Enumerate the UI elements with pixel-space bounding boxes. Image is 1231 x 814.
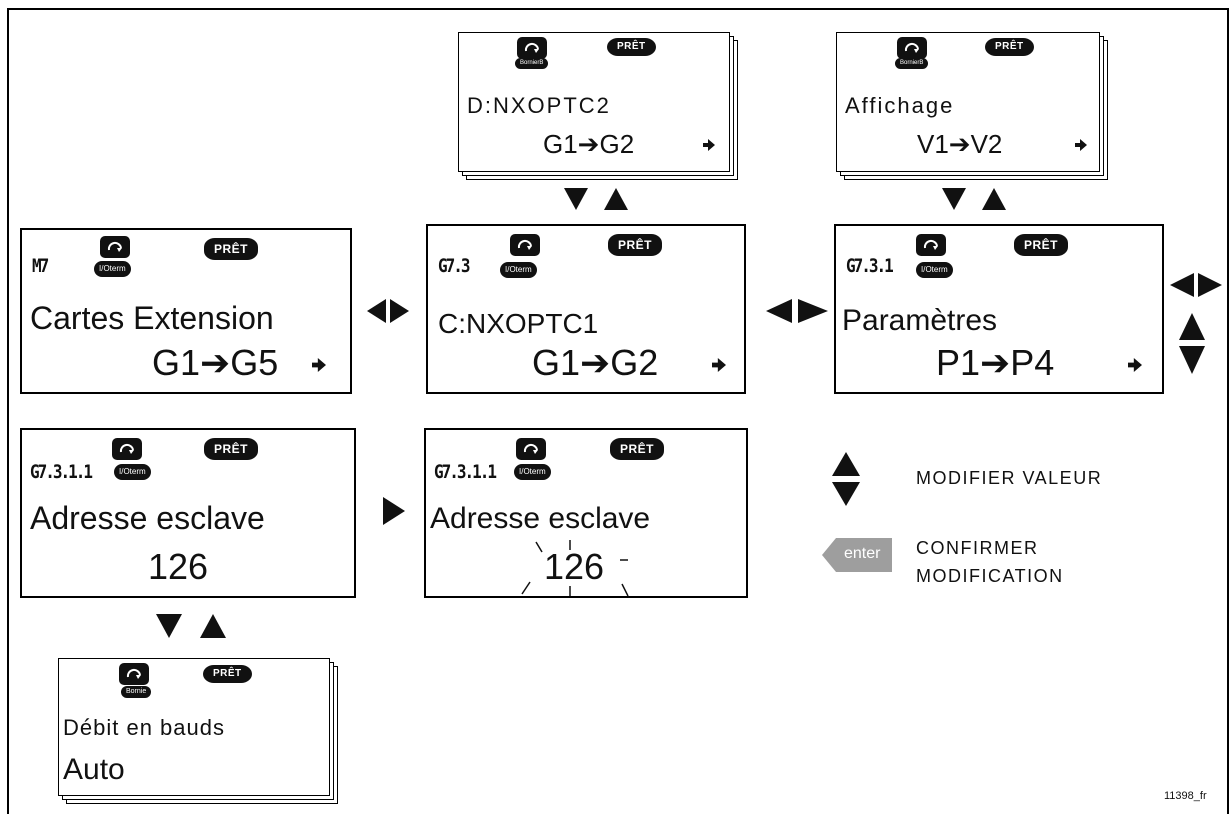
left-right-arrows-icon — [1170, 273, 1222, 297]
io-term-icon: BornierB — [515, 58, 549, 69]
panel-debit-en-bauds: Bornie PRÊT Débit en bauds Auto — [58, 658, 330, 796]
down-up-arrows-icon — [156, 614, 226, 638]
rotation-icon — [897, 37, 927, 59]
left-right-arrows-icon — [367, 299, 409, 323]
rotation-icon — [112, 438, 142, 460]
ready-badge: PRÊT — [204, 238, 259, 260]
io-term-icon: I/Oterm — [500, 262, 537, 278]
ready-badge: PRÊT — [203, 665, 252, 683]
menu-code: G7.3.1.1 — [30, 460, 93, 483]
rotation-icon — [916, 234, 946, 256]
io-term-icon: Bornie — [121, 686, 152, 698]
panel-affichage: BornierB PRÊT Affichage V1➔V2 — [836, 32, 1100, 172]
blink-rays-icon — [521, 540, 629, 597]
ready-badge: PRÊT — [608, 234, 663, 256]
panel-value: V1➔V2 — [917, 129, 1003, 159]
legend-confirm-line2: MODIFICATION — [916, 566, 1064, 586]
ready-badge: PRÊT — [607, 38, 656, 56]
down-up-arrows-icon — [564, 188, 628, 210]
legend-confirm-line1: CONFIRMER — [916, 538, 1039, 558]
io-term-icon: I/Oterm — [94, 261, 131, 277]
io-term-icon: I/Oterm — [514, 464, 551, 480]
panel-title: Adresse esclave — [430, 502, 651, 535]
right-arrow-small-icon — [1128, 358, 1142, 372]
panel-title: Adresse esclave — [30, 500, 265, 536]
figure-frame — [7, 8, 1229, 814]
menu-code: M7 — [32, 254, 49, 277]
menu-code: G7.3 — [438, 254, 471, 277]
panel-title: Débit en bauds — [63, 715, 225, 740]
panel-title: Affichage — [845, 93, 955, 118]
right-arrow-small-icon — [703, 139, 715, 151]
panel-title: D:NXOPTC2 — [467, 93, 611, 118]
enter-key-label: enter — [844, 545, 881, 562]
panel-title: C:NXOPTC1 — [438, 308, 599, 339]
rotation-icon — [100, 236, 130, 258]
panel-title: Cartes Extension — [30, 300, 274, 336]
right-arrow-small-icon — [312, 358, 326, 372]
rotation-icon — [119, 663, 149, 685]
menu-code: G7.3.1.1 — [434, 460, 497, 483]
io-term-icon: I/Oterm — [114, 464, 151, 480]
panel-value: G1➔G2 — [543, 129, 635, 159]
ready-badge: PRÊT — [1014, 234, 1069, 256]
right-arrow-icon — [383, 497, 405, 525]
legend-modify-value: MODIFIER VALEUR — [916, 468, 1103, 488]
panel-d-nxoptc2: BornierB PRÊT D:NXOPTC2 G1➔G2 — [458, 32, 730, 172]
io-term-icon: I/Oterm — [916, 262, 953, 278]
menu-code: G7.3.1 — [846, 254, 894, 277]
right-arrow-small-icon — [712, 358, 726, 372]
down-up-arrows-icon — [942, 188, 1006, 210]
panel-value: G1➔G2 — [532, 342, 659, 383]
rotation-icon — [516, 438, 546, 460]
rotation-icon — [517, 37, 547, 59]
panel-value: P1➔P4 — [936, 342, 1055, 383]
panel-parametres: G7.3.1 I/Oterm PRÊT Paramètres P1➔P4 — [834, 224, 1164, 394]
right-arrow-small-icon — [1075, 139, 1087, 151]
panel-value: 126 — [148, 546, 209, 587]
rotation-icon — [510, 234, 540, 256]
panel-title: Paramètres — [842, 304, 998, 337]
panel-value: Auto — [63, 753, 125, 786]
io-term-icon: BornierB — [895, 58, 929, 69]
panel-value: G1➔G5 — [152, 342, 279, 383]
enter-key-icon: enter — [822, 538, 892, 572]
up-down-arrows-icon — [832, 452, 860, 506]
ready-badge: PRÊT — [204, 438, 259, 460]
ready-badge: PRÊT — [985, 38, 1034, 56]
panel-value: 126 — [544, 546, 605, 587]
up-down-arrows-icon — [1179, 313, 1205, 374]
left-right-arrows-icon — [766, 299, 828, 323]
figure-id: 11398_fr — [1164, 790, 1207, 802]
ready-badge: PRÊT — [610, 438, 665, 460]
panel-cartes-extension: M7 I/Oterm PRÊT Cartes Extension G1➔G5 — [20, 228, 352, 394]
panel-adresse-esclave: G7.3.1.1 I/Oterm PRÊT Adresse esclave 12… — [20, 428, 356, 598]
panel-c-nxoptc1: G7.3 I/Oterm PRÊT C:NXOPTC1 G1➔G2 — [426, 224, 746, 394]
panel-adresse-esclave-edit: G7.3.1.1 I/Oterm PRÊT Adresse esclave 12… — [424, 428, 748, 598]
